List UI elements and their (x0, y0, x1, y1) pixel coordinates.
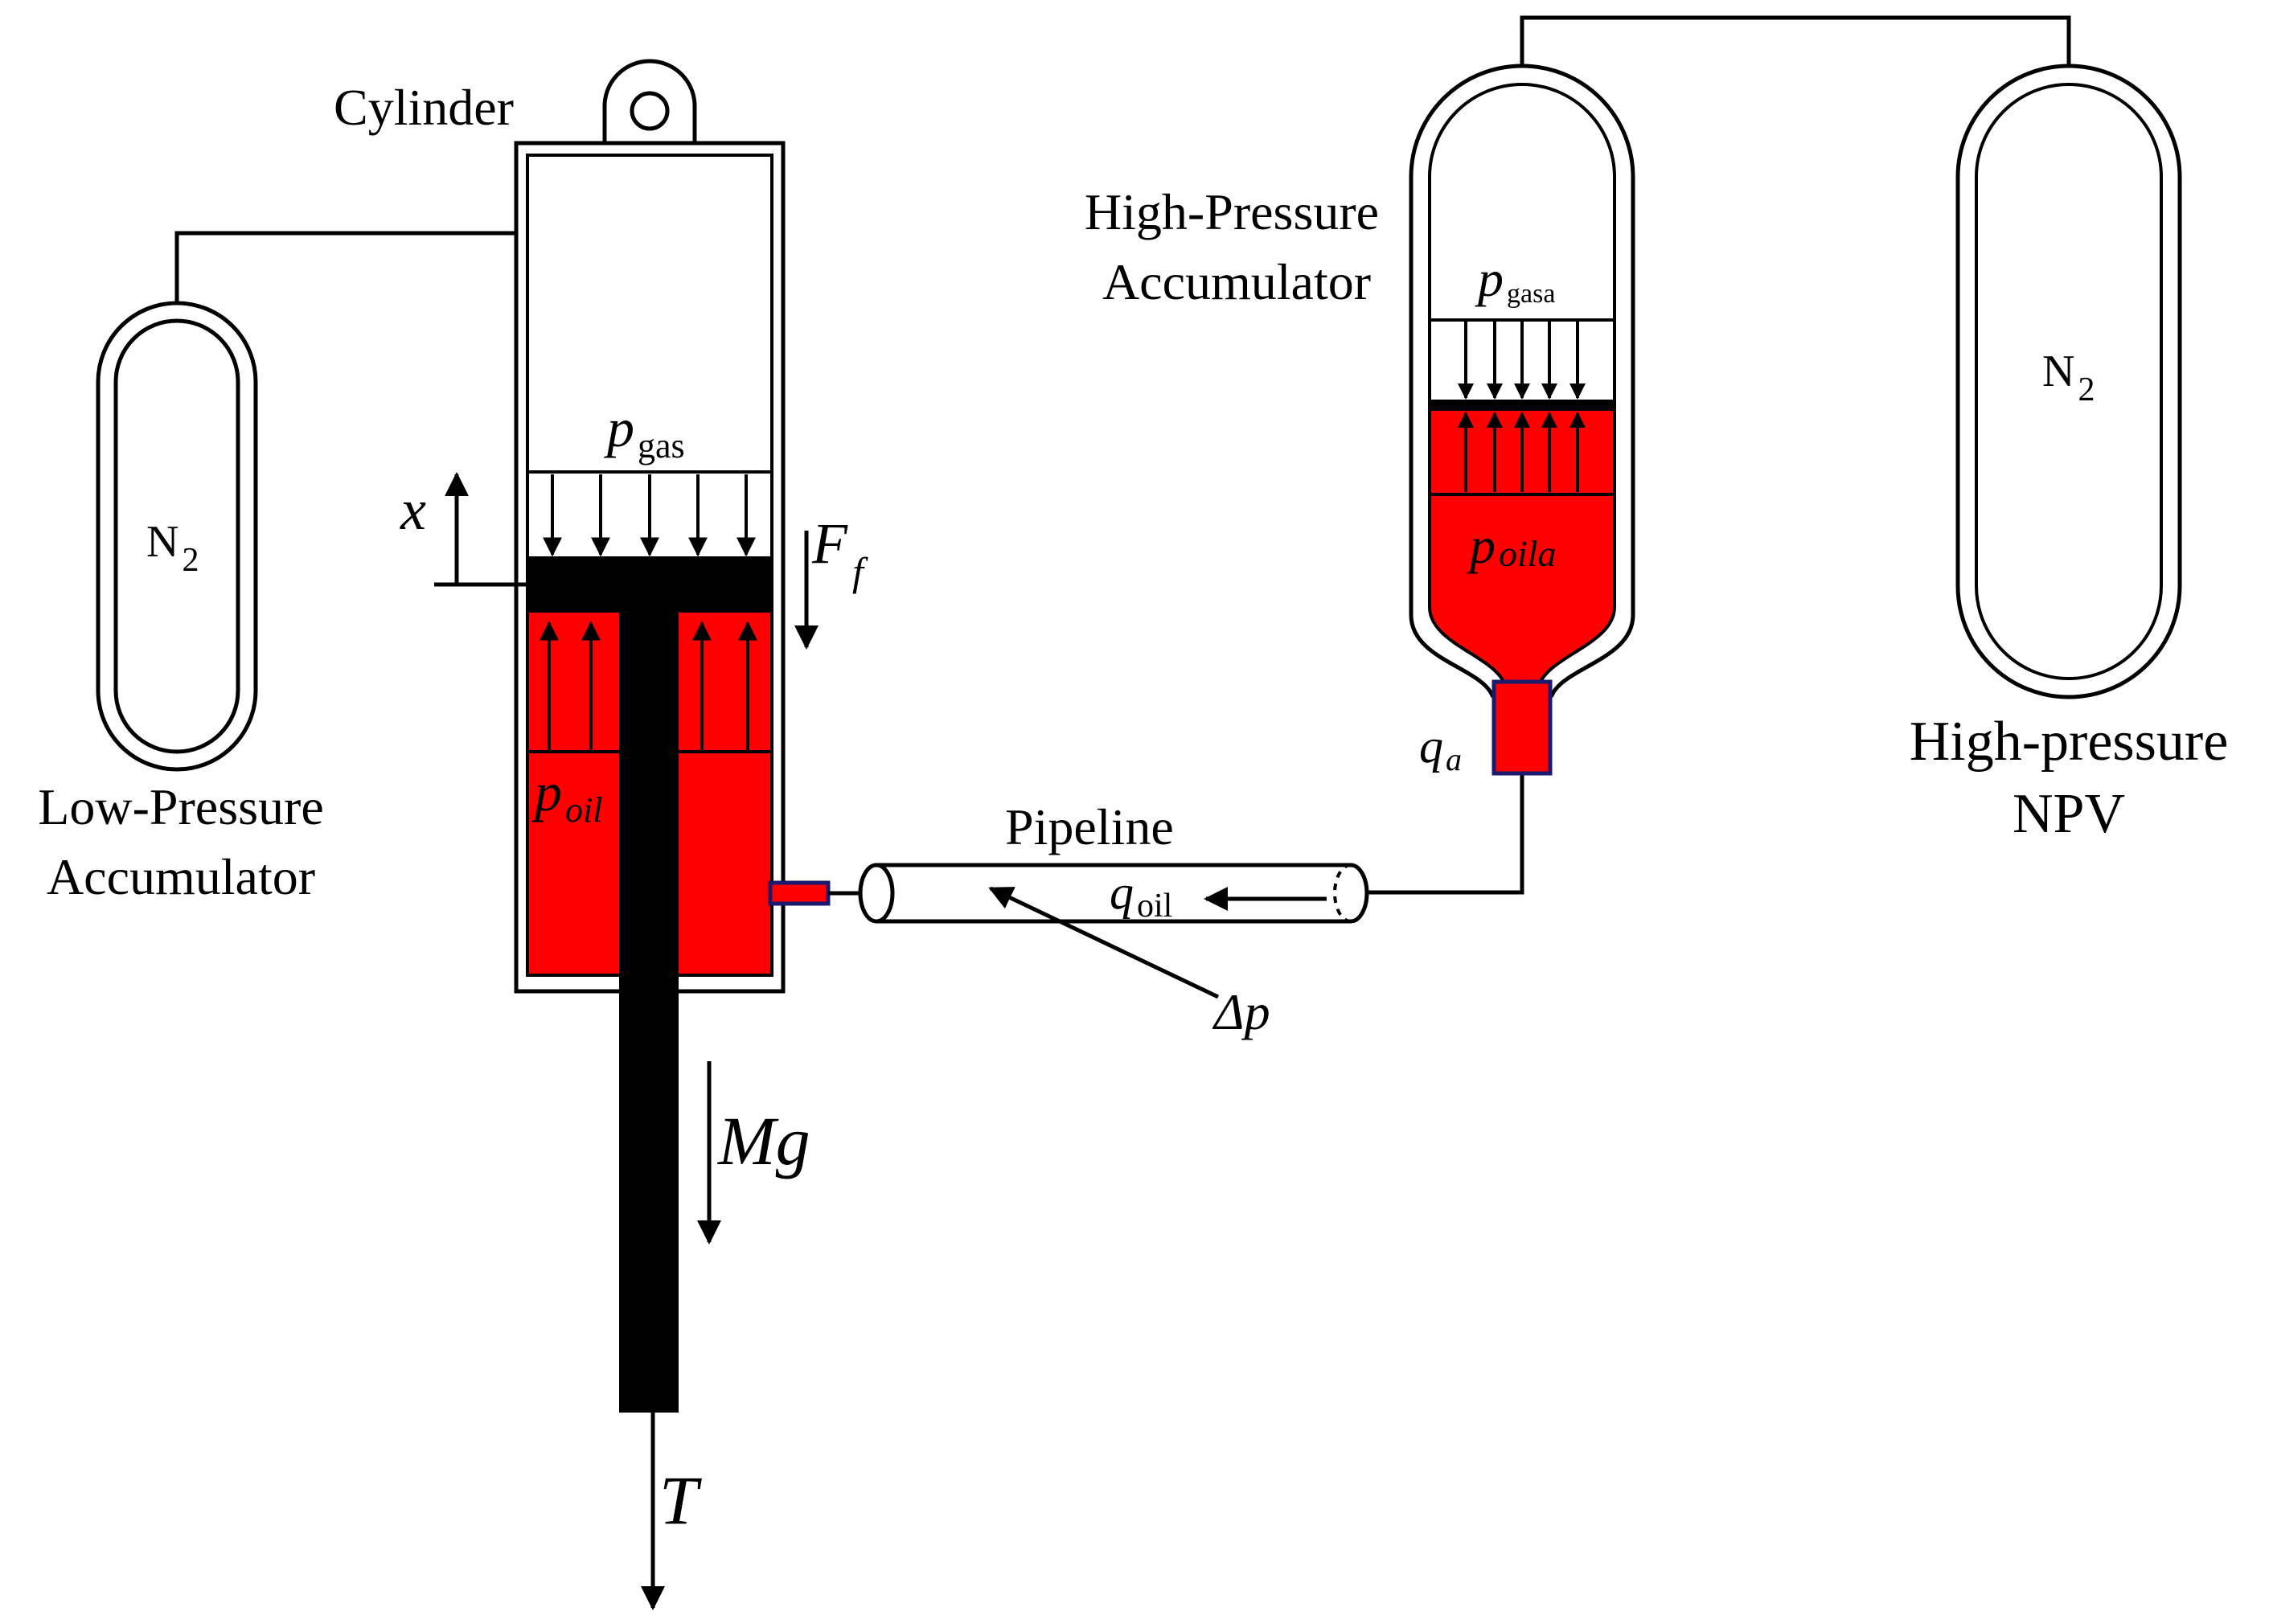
low-pressure-accumulator: N2 Low-Pressure Accumulator (38, 301, 324, 905)
pipeline-right-end-front (1350, 863, 1369, 924)
pipeline-left-end (858, 863, 895, 924)
low-pressure-accumulator-inner (113, 318, 240, 754)
q-a-label: qa (1419, 720, 1462, 777)
cylinder: Cylinder pgas poil (334, 59, 831, 1413)
p-oil-label: poil (531, 761, 602, 830)
pipeline-right-end-back (1333, 863, 1352, 923)
accumulator-to-pipeline-line (1367, 773, 1524, 895)
cylinder-oil-port (768, 880, 831, 906)
tension-annotation: T (641, 1413, 702, 1610)
oila-pressure-arrows (1458, 412, 1586, 492)
displacement-annotation: x (400, 472, 529, 587)
n2-label-right: N2 (2042, 347, 2095, 408)
high-pressure-accumulator-outlet (1491, 679, 1553, 776)
pipeline-label: Pipeline (1005, 798, 1174, 855)
oil-pressure-arrows (540, 621, 757, 750)
piston-rod (619, 613, 679, 1413)
p-oila-label: poila (1467, 517, 1557, 574)
npv-outer (1955, 64, 2182, 699)
high-pressure-accumulator-oil (1430, 408, 1615, 683)
piston-head (529, 556, 770, 613)
gas-pressure-arrows (543, 474, 756, 557)
x-label: x (400, 478, 426, 542)
high-pressure-accumulator-label-2: Accumulator (1102, 253, 1371, 310)
npv-inner (1975, 83, 2163, 680)
high-pressure-accumulator-label-1: High-Pressure (1085, 183, 1379, 240)
delta-p-label: Δp (1212, 983, 1270, 1040)
low-pressure-gas-line (174, 231, 527, 303)
high-pressure-gas-line (1520, 15, 2071, 66)
cylinder-label: Cylinder (334, 79, 514, 136)
low-pressure-accumulator-label-2: Accumulator (47, 848, 315, 905)
t-label: T (659, 1462, 702, 1539)
gasa-pressure-arrows (1458, 322, 1586, 400)
p-gas-label: pgas (604, 397, 685, 465)
connection-lines (174, 15, 2071, 895)
high-pressure-accumulator-inner (1428, 83, 1616, 685)
npv-label-1: High-pressure (1910, 711, 2229, 773)
n2-label-left: N2 (146, 517, 199, 579)
npv-label-2: NPV (2013, 783, 2125, 845)
high-pressure-npv: N2 High-pressure NPV (1910, 64, 2229, 845)
low-pressure-accumulator-label-1: Low-Pressure (38, 778, 323, 835)
q-oil-label: qoil (1110, 866, 1172, 925)
mg-label: Mg (716, 1102, 810, 1179)
delta-p-leader (988, 886, 1220, 999)
cylinder-lug-hole (630, 91, 670, 131)
weight-annotation: Mg (697, 1061, 810, 1245)
accumulator-piston (1430, 400, 1615, 411)
pipeline: Pipeline qoil Δp (828, 798, 1369, 1040)
low-pressure-accumulator-outer (96, 301, 258, 772)
